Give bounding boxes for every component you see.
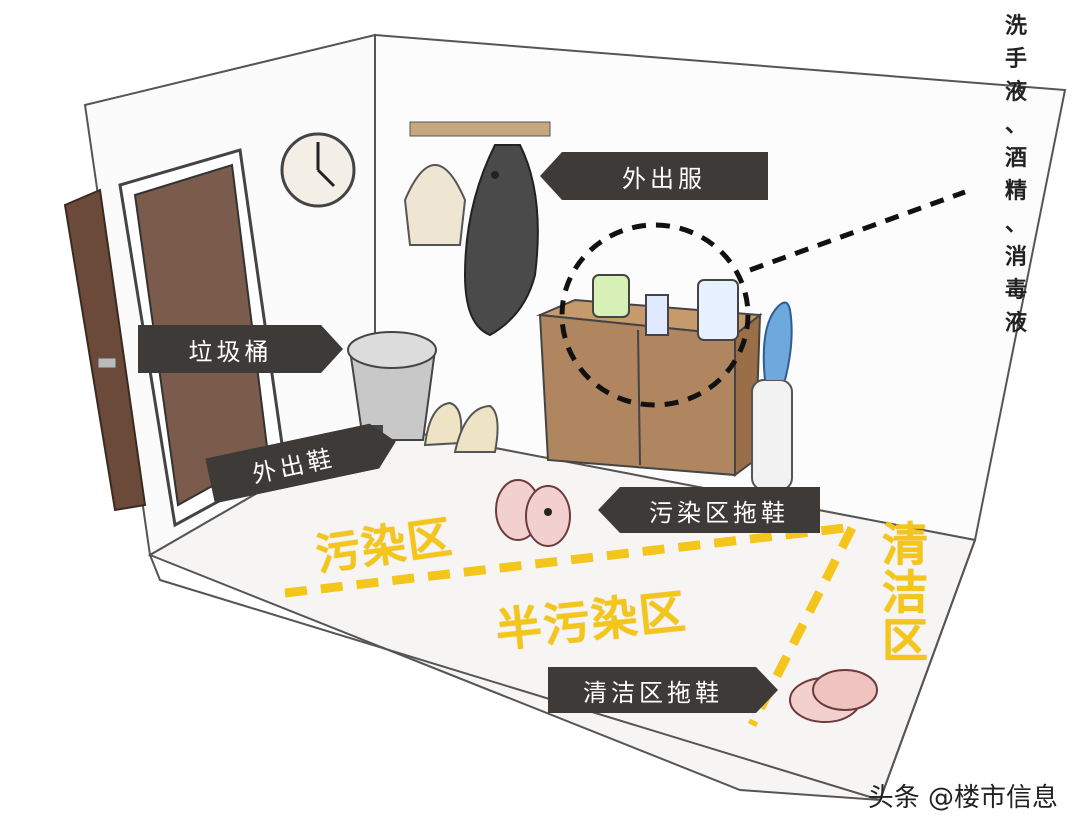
- sanitizer-note-char: 液: [1004, 311, 1027, 336]
- sanitizer-note: 洗手液、酒精、消毒液: [998, 10, 1034, 340]
- sanitizer-note-char: 液: [1004, 80, 1027, 105]
- sanitizer-bottles-icon: [592, 274, 739, 341]
- wall-clock-icon: [280, 132, 356, 208]
- dirty-zone-slippers-icon: [495, 479, 571, 547]
- sanitizer-note-char: 、: [1004, 212, 1027, 237]
- trash-bin-label: 垃圾桶: [138, 325, 343, 373]
- sanitizer-note-char: 酒: [1004, 146, 1027, 171]
- clean-zone-text: 清洁区: [875, 520, 929, 664]
- sanitizer-note-char: 洗: [1004, 14, 1027, 39]
- clean-slippers-label: 清洁区拖鞋: [548, 667, 778, 713]
- open-door: [63, 188, 147, 512]
- trash-bin-icon: [347, 331, 437, 441]
- clean-zone-label: 清洁区: [872, 520, 932, 674]
- outdoor-shoes-icon: [423, 401, 499, 453]
- umbrella-stand-icon: [751, 301, 793, 491]
- coat-rack: [403, 121, 551, 337]
- sanitizer-callout: [559, 189, 966, 408]
- sanitizer-note-char: 手: [1004, 47, 1027, 72]
- dirty-slippers-label: 污染区拖鞋: [598, 487, 820, 533]
- sanitizer-note-char: 毒: [1004, 278, 1027, 303]
- clean-zone-slippers-icon: [789, 669, 878, 723]
- watermark: 头条 @楼市信息: [867, 783, 1058, 813]
- coat-label: 外出服: [540, 152, 768, 200]
- door-handle: [97, 357, 117, 369]
- sanitizer-note-char: 精: [1004, 179, 1027, 204]
- sanitizer-note-char: 、: [1004, 113, 1027, 138]
- sanitizer-note-char: 消: [1004, 245, 1027, 270]
